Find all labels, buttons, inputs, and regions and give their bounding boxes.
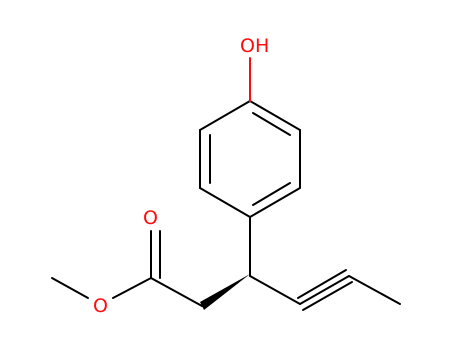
triple-bond-line-2 — [297, 269, 347, 299]
triple-bond — [297, 269, 353, 311]
carbonyl-double-bond — [150, 230, 161, 279]
bond-ring-c3-c4 — [249, 187, 301, 218]
benzene-ring — [199, 100, 301, 218]
carbonyl-oxygen-label: O — [143, 207, 158, 229]
bond-stereocenter-alkyne — [249, 275, 301, 305]
bond-ring-c1-c2 — [249, 100, 301, 131]
bond-ring-inner-c3-c4 — [252, 182, 291, 206]
hydroxyl-label: OH — [240, 35, 269, 57]
bond-alkyne-methyl — [348, 275, 401, 305]
bond-ch2-carbonyl — [150, 277, 203, 307]
triple-bond-line-3 — [302, 281, 353, 311]
wedge-bond — [200, 274, 250, 310]
triple-bond-line-1 — [299, 275, 350, 305]
bond-ester-o-methyl — [51, 277, 89, 299]
bond-ring-c4-c5 — [199, 187, 251, 218]
bond-ring-inner-c1-c2 — [252, 112, 291, 136]
ester-oxygen-label: O — [93, 295, 108, 317]
bond-carbonyl-ester-o — [112, 277, 152, 299]
bond-ring-c6-c1 — [199, 100, 251, 131]
